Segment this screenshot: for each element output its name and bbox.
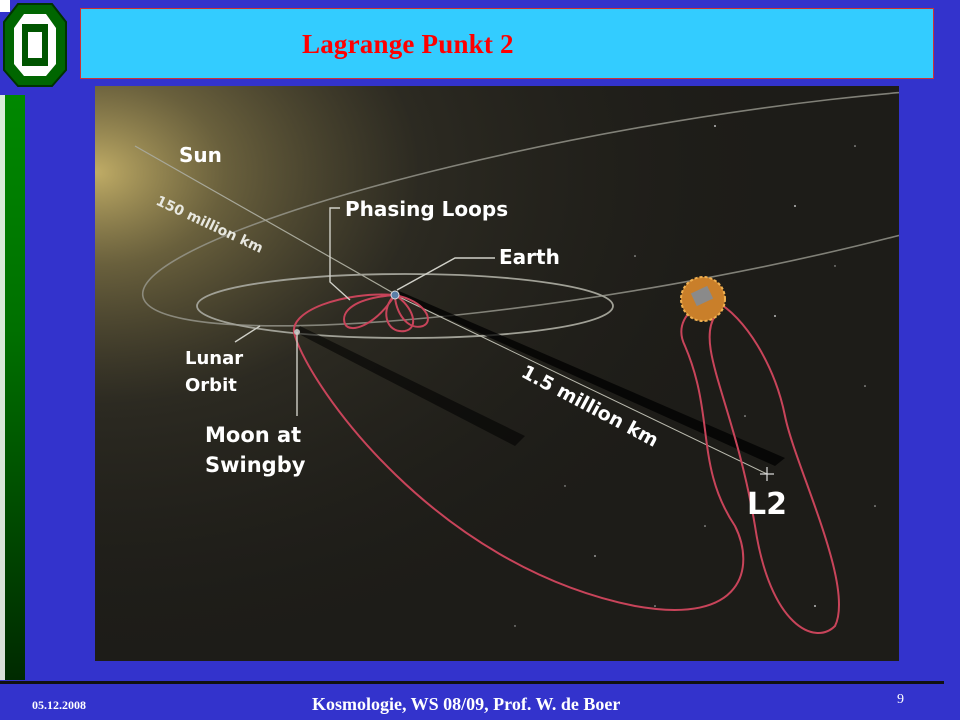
label-lunar: Lunar bbox=[185, 348, 243, 369]
earth-orbit bbox=[141, 86, 899, 327]
slide-title: Lagrange Punkt 2 bbox=[302, 29, 514, 59]
green-bar-highlight bbox=[0, 95, 5, 680]
footer-course-title: Kosmologie, WS 08/09, Prof. W. de Boer bbox=[312, 694, 621, 714]
lunar-orbit bbox=[196, 273, 614, 339]
corner-mark bbox=[0, 0, 10, 12]
earth-shadow bbox=[395, 291, 785, 466]
label-earth: Earth bbox=[499, 245, 560, 269]
title-box: Lagrange Punkt 2 bbox=[80, 8, 934, 79]
spacecraft-icon bbox=[680, 276, 726, 322]
label-swingby: Swingby bbox=[205, 453, 306, 477]
page-number: 9 bbox=[897, 692, 904, 707]
university-logo-icon bbox=[3, 3, 67, 87]
footer-date: 05.12.2008 bbox=[32, 698, 86, 712]
lagrange-diagram: Sun 150 million km Phasing Loops Earth L… bbox=[95, 86, 899, 661]
label-l2: L2 bbox=[747, 487, 787, 522]
left-green-bar bbox=[0, 95, 25, 680]
moon-shadow bbox=[295, 326, 525, 446]
sun-glow bbox=[95, 86, 899, 661]
earth-l2-line bbox=[394, 294, 768, 475]
label-orbit: Orbit bbox=[185, 375, 237, 396]
sun-earth-line bbox=[134, 145, 396, 295]
trajectory bbox=[292, 293, 841, 634]
leader-lines bbox=[234, 207, 495, 416]
label-phasing-loops: Phasing Loops bbox=[345, 197, 508, 221]
label-moon-at: Moon at bbox=[205, 423, 301, 447]
label-sun: Sun bbox=[179, 143, 222, 167]
diagram-svg: Sun 150 million km Phasing Loops Earth L… bbox=[95, 86, 899, 661]
earth-dot bbox=[390, 290, 400, 300]
footer-divider bbox=[0, 681, 944, 684]
stars bbox=[514, 125, 876, 627]
